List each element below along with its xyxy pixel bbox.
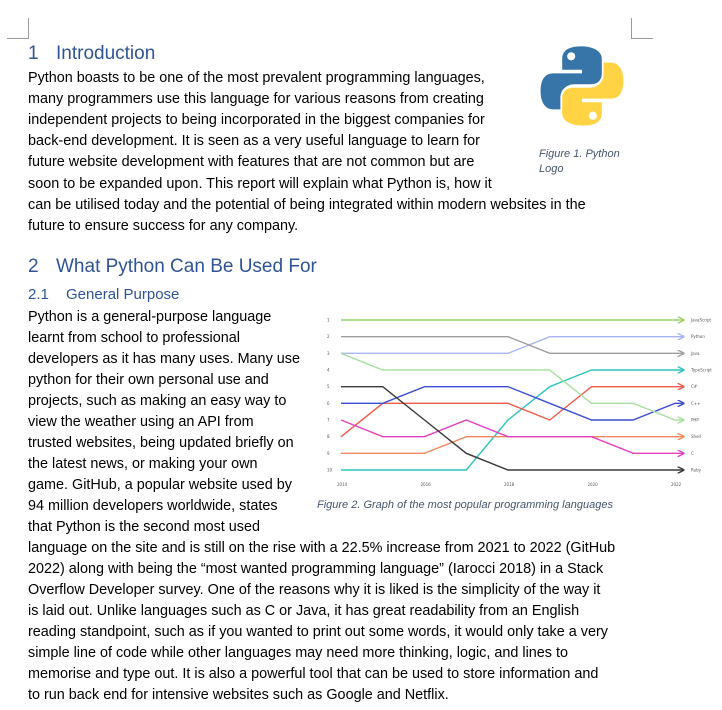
paragraph-line: future to ensure success for any company… [28,218,299,234]
y-tick-label: 4 [327,368,330,373]
x-tick-label: 2018 [504,482,515,487]
paragraph-line: soon to be expanded upon. This report wi… [28,176,492,192]
paragraph-line: many programmers use this language for v… [28,91,484,107]
paragraph-line: can be utilised today and the potential … [28,197,586,213]
y-tick-label: 2 [327,334,330,339]
paragraph-line: language on the site and is still on the… [28,540,616,556]
subheading-title: General Purpose [66,286,180,303]
subheading-general-purpose: 2.1 General Purpose [28,286,179,303]
y-tick-label: 9 [327,451,330,456]
y-tick-label: 5 [327,384,330,389]
caption-line: Logo [539,163,564,175]
paragraph-line: memorise and type out. It is also a powe… [28,666,599,682]
paragraph-line: view the weather using an API from [28,414,254,430]
series-label: Ruby [691,468,702,473]
paragraph-line: is laid out. Unlike languages such as C … [28,603,580,619]
caption-line: Figure 1. Python [539,148,620,160]
x-tick-label: 2014 [337,482,348,487]
paragraph-line: simple line of code while other language… [28,645,568,661]
paragraph-line: 2022) along with being the “most wanted … [28,561,604,577]
series-line-c [340,419,683,453]
paragraph-line: to run back end for intensive websites s… [28,687,449,703]
series-line-python [341,337,683,355]
subheading-number: 2.1 [28,286,49,303]
paragraph-line: Overflow Developer survey. One of the re… [28,582,601,598]
heading-introduction: 1 Introduction [28,43,155,65]
paragraph-line: python for their own personal use and [28,372,269,388]
y-tick-label: 10 [327,468,333,473]
paragraph-line: Python boasts to be one of the most prev… [28,70,485,86]
python-logo-icon [540,46,624,126]
series-label: Java [690,351,700,356]
series-label: PHP [691,418,699,423]
series-line-php [340,352,683,420]
figure-1-caption: Figure 1. Python Logo [539,147,620,177]
figure-2-caption: Figure 2. Graph of the most popular prog… [317,499,613,511]
x-tick-label: 2022 [671,482,682,487]
paragraph-line: learnt from school to professional [28,330,240,346]
paragraph-line: back-end development. It is seen as a ve… [28,133,480,149]
paragraph-line: Python is a general-purpose language [28,309,272,325]
paragraph-line: reading standpoint, such as if you wante… [28,624,608,640]
heading-title: Introduction [56,43,156,64]
heading-title: What Python Can Be Used For [56,256,317,277]
paragraph-line: developers as it has many uses. Many use [28,351,300,367]
y-tick-label: 1 [327,318,330,323]
paragraph-line: the latest news, or making your own [28,456,258,472]
crop-mark-right-v [631,18,632,39]
paragraph-line: projects, such as making an easy way to [28,393,287,409]
series-line-shell [341,437,683,455]
series-label: JavaScript [690,318,711,323]
series-label: TypeScript [690,368,712,373]
series-label: Shell [691,434,701,439]
crop-mark-right-h [631,38,653,39]
series-line-ruby [341,385,683,470]
crop-mark-left-h [7,38,29,39]
crop-mark-left-v [28,18,29,39]
paragraph-line: independent projects to being incorporat… [28,112,485,128]
y-tick-label: 7 [327,418,330,423]
series-line-typescript [341,370,683,471]
heading-uses: 2 What Python Can Be Used For [28,256,317,278]
x-tick-label: 2020 [588,482,599,487]
paragraph-line: future website development with features… [28,154,475,170]
heading-number: 1 [28,43,39,64]
x-tick-label: 2016 [421,482,432,487]
y-tick-label: 3 [327,351,330,356]
y-tick-label: 6 [327,401,330,406]
paragraph-line: game. GitHub, a popular website used by [28,477,292,493]
paragraph-line: 94 million developers worldwide, states [28,498,278,514]
series-line-java [341,335,683,354]
series-label: C++ [691,401,701,406]
series-label: C [691,451,694,456]
series-label: Python [691,334,705,339]
heading-number: 2 [28,256,39,277]
paragraph-line: trusted websites, being updated briefly … [28,435,294,451]
y-tick-label: 8 [327,434,330,439]
series-label: C# [691,384,698,389]
language-popularity-chart: 1 2 3 4 5 6 7 8 9 10 2014 2016 2018 2020 2022 JavaScrip… [327,308,712,487]
paragraph-line: that Python is the second most used [28,519,260,535]
